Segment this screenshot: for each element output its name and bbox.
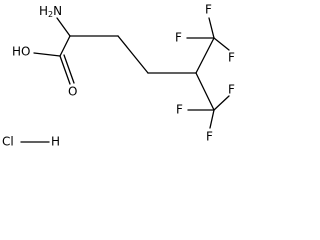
chlorine-label: Cl [2,135,14,149]
hydroxyl-label: HO [12,45,30,59]
carbonyl-oxygen-label: O [68,85,77,99]
fluorine-label-1: F [175,31,182,45]
chemical-structure-diagram: H2N HO O F F F F F F Cl H [2,3,235,149]
fluorine-label-6: F [206,130,213,144]
bond-c5-c6 [195,37,215,74]
bond-c2-nh2 [56,17,71,37]
atom-labels: H2N HO O F F F F F F Cl H [2,3,235,149]
bond-c1-o-double-b [63,54,75,84]
fluorine-label-3: F [228,51,235,65]
bond-c5-c7 [195,72,215,111]
amine-label: H2N [39,4,62,19]
skeleton-bonds [33,17,215,111]
trifluoromethyl-top-bonds [186,17,230,51]
bond-c1-o-double-a [59,55,71,85]
fluorine-label-5: F [176,103,183,117]
fluorine-label-4: F [228,83,235,97]
bond-c1-oh [33,52,61,57]
bond-c6-f3 [213,37,230,51]
fluorine-label-2: F [205,3,212,17]
bond-c3-c4 [117,35,149,74]
bond-c6-f2 [208,17,215,39]
bond-c2-c1 [59,35,71,57]
bond-c7-f6 [209,109,215,129]
trifluoromethyl-bottom-bonds [187,95,230,129]
hydrogen-label: H [51,135,60,149]
bond-c7-f4 [213,95,230,111]
